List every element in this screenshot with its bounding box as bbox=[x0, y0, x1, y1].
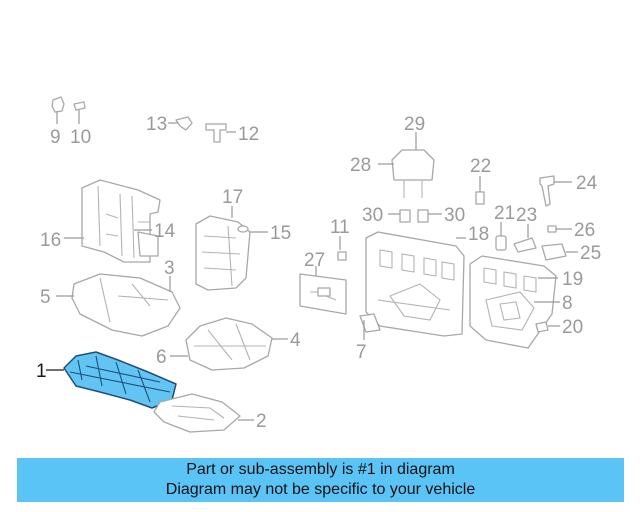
callout-21: 21 bbox=[494, 203, 515, 224]
callout-4: 4 bbox=[290, 330, 301, 351]
banner-line-1: Part or sub-assembly is #1 in diagram bbox=[186, 461, 455, 478]
part-25-latch-cover bbox=[541, 243, 578, 261]
part-15-seat-back bbox=[195, 215, 251, 291]
part-28-headrest bbox=[391, 149, 435, 198]
part-12-bracket bbox=[205, 123, 236, 143]
part-1-cushion-pad-highlighted[interactable] bbox=[63, 351, 177, 409]
callout-30-left: 30 bbox=[362, 205, 383, 226]
callout-12: 12 bbox=[238, 124, 259, 145]
part-16-seat-back-frame bbox=[81, 179, 161, 263]
part-23-bracket bbox=[513, 224, 537, 253]
banner-line-2: Diagram may not be specific to your vehi… bbox=[165, 481, 476, 498]
part-20-bolt bbox=[535, 321, 560, 333]
callout-8: 8 bbox=[562, 293, 573, 314]
callout-19: 19 bbox=[562, 269, 583, 290]
callout-11: 11 bbox=[330, 217, 350, 238]
part-21-clip bbox=[495, 222, 507, 251]
callout-9: 9 bbox=[50, 127, 61, 148]
part-24-release-cable bbox=[539, 175, 572, 207]
callout-15: 15 bbox=[270, 223, 291, 244]
callout-2: 2 bbox=[256, 411, 267, 432]
part-4-seat-cushion bbox=[185, 317, 273, 371]
callout-28: 28 bbox=[350, 155, 371, 176]
callout-22: 22 bbox=[470, 156, 491, 177]
callout-7: 7 bbox=[356, 342, 367, 363]
callout-26: 26 bbox=[574, 220, 595, 241]
callout-14: 14 bbox=[154, 221, 176, 242]
callout-3: 3 bbox=[164, 258, 175, 279]
part-27-bracket-plate bbox=[299, 273, 347, 315]
info-banner: Part or sub-assembly is #1 in diagram Di… bbox=[17, 458, 624, 502]
callout-18: 18 bbox=[468, 224, 489, 245]
part-9-clip bbox=[51, 96, 65, 124]
callout-27: 27 bbox=[304, 250, 325, 271]
callout-5: 5 bbox=[40, 287, 51, 308]
callout-24: 24 bbox=[576, 173, 598, 194]
part-30-guide-right bbox=[417, 209, 442, 223]
part-30-guide-left bbox=[388, 209, 411, 223]
part-22-latch bbox=[475, 176, 485, 205]
callout-6: 6 bbox=[156, 347, 167, 368]
callout-16: 16 bbox=[40, 230, 61, 251]
part-2-seat-tray bbox=[153, 393, 241, 433]
callout-17: 17 bbox=[222, 187, 243, 208]
callout-13: 13 bbox=[146, 114, 167, 135]
part-11-bolt bbox=[337, 236, 347, 261]
callout-25: 25 bbox=[580, 243, 601, 264]
part-26-pin bbox=[547, 225, 572, 233]
callout-30-right: 30 bbox=[444, 205, 465, 226]
callout-23: 23 bbox=[516, 205, 537, 226]
part-5-seat-cushion bbox=[71, 273, 181, 337]
callout-10: 10 bbox=[70, 127, 91, 148]
part-18-seat-back-frame bbox=[359, 231, 465, 337]
part-10-clip bbox=[73, 101, 86, 124]
callout-29: 29 bbox=[404, 114, 425, 135]
callout-20: 20 bbox=[562, 317, 583, 338]
part-8-seat-back-frame bbox=[469, 255, 557, 349]
part-13-hook bbox=[168, 116, 193, 131]
callout-1: 1 bbox=[36, 361, 47, 382]
